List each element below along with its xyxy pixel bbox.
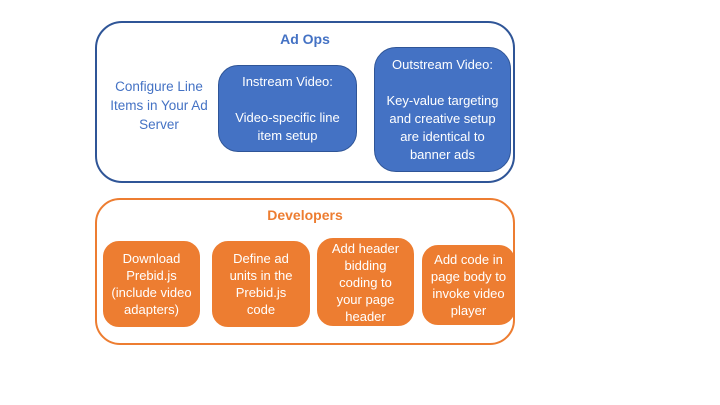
developers-group: Developers Download Prebid.js (include v… (95, 198, 515, 345)
instream-video-box: Instream Video: Video-specific line item… (218, 65, 357, 152)
invoke-video-player-box: Add code in page body to invoke video pl… (422, 245, 515, 325)
developers-title: Developers (267, 207, 343, 223)
download-prebid-box: Download Prebid.js (include video adapte… (103, 241, 200, 327)
ad-server-note: Configure Line Items in Your Ad Server (110, 79, 208, 132)
define-ad-units-box: Define ad units in the Prebid.js code (212, 241, 310, 327)
outstream-video-box: Outstream Video: Key-value targeting and… (374, 47, 511, 172)
ad-ops-group: Ad Ops Configure Line Items in Your Ad S… (95, 21, 515, 183)
ad-ops-title: Ad Ops (280, 31, 330, 47)
header-bidding-box: Add header bidding coding to your page h… (317, 238, 414, 326)
